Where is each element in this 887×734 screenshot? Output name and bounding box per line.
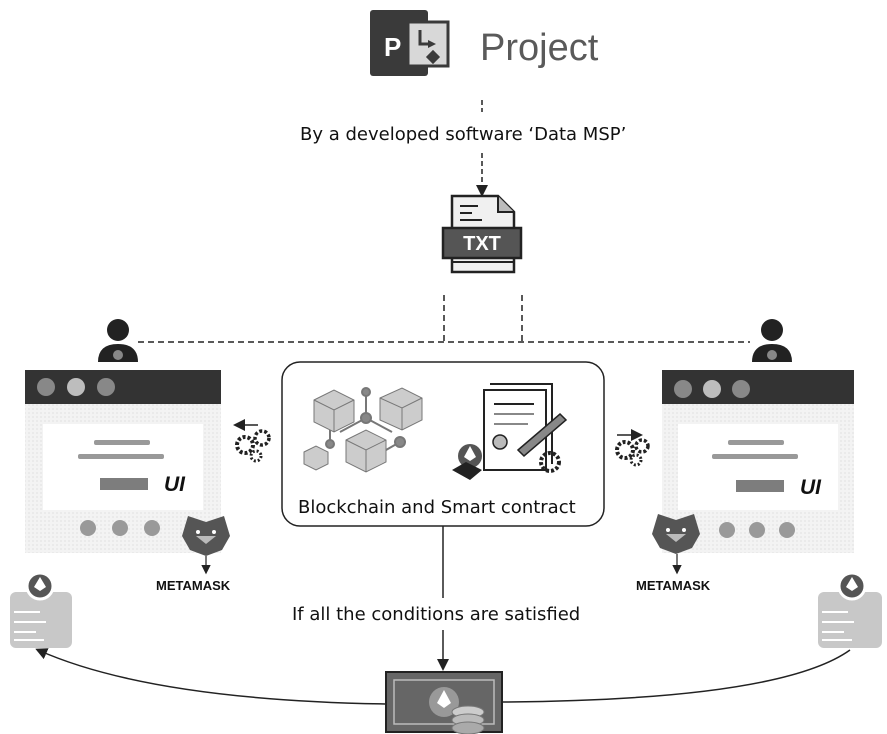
software-caption: By a developed software ‘Data MSP’: [300, 124, 627, 145]
payment-arrow-left: [35, 648, 387, 705]
logo-letter: P: [384, 32, 401, 62]
metamask-fox-icon: [182, 516, 230, 575]
condition-caption: If all the conditions are satisfied: [292, 604, 581, 625]
right-metamask-label: METAMASK: [636, 578, 711, 593]
right-ui-label: UI: [800, 476, 821, 499]
txt-file-icon: TXT: [441, 194, 523, 274]
ethereum-chip-icon: [818, 571, 882, 648]
gear-icon: [615, 429, 650, 467]
ethereum-banknote-icon: [385, 671, 503, 733]
smart-contract-icon: [452, 383, 568, 480]
ethereum-chip-icon: [10, 571, 72, 648]
metamask-fox-icon: [652, 514, 700, 575]
blockchain-cubes-icon: [303, 387, 423, 473]
project-logo-icon: P: [370, 10, 450, 76]
app-name: Project: [480, 27, 599, 69]
left-metamask-label: METAMASK: [156, 578, 231, 593]
coin-stack-icon: [451, 705, 485, 734]
user-icon: [98, 319, 138, 362]
gear-icon: [233, 419, 271, 463]
user-icon: [752, 319, 792, 362]
txt-label: TXT: [463, 233, 501, 255]
payment-line-right: [501, 649, 851, 703]
left-ui-label: UI: [164, 473, 185, 496]
center-box-label: Blockchain and Smart contract: [298, 497, 576, 518]
